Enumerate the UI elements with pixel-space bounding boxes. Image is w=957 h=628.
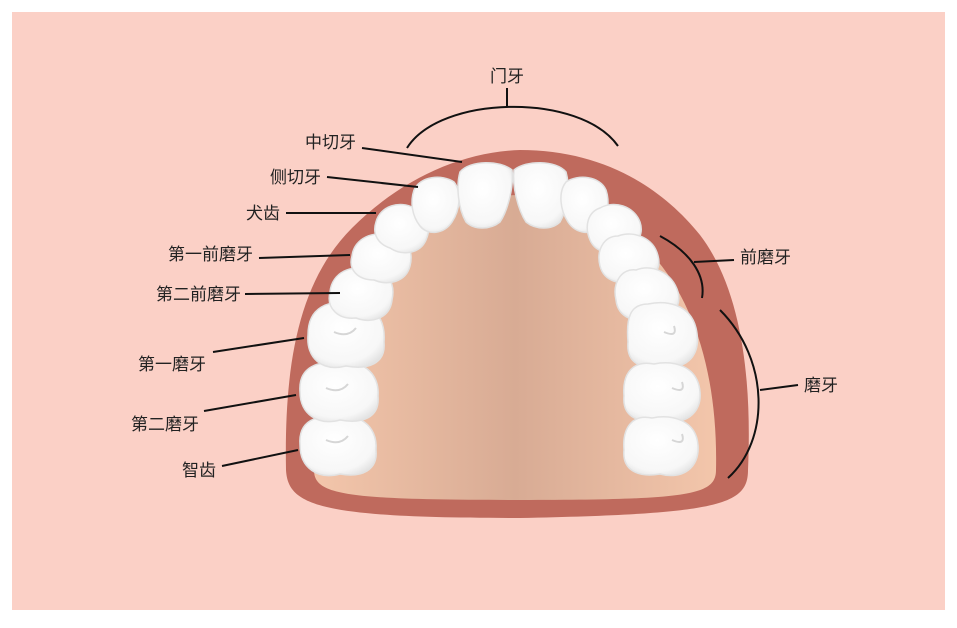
- premolars-bracket: [659, 235, 704, 299]
- molars-leader: [759, 384, 799, 391]
- second-molar-right: [623, 362, 701, 423]
- label-incisors-group: 门牙: [490, 67, 524, 87]
- molars-bracket: [719, 309, 760, 479]
- label-second-molar: 第二磨牙: [131, 415, 199, 435]
- label-lateral-incisor: 侧切牙: [270, 168, 321, 188]
- wisdom-tooth-right: [623, 416, 699, 477]
- label-premolars-group: 前磨牙: [740, 248, 791, 268]
- label-first-premolar: 第一前磨牙: [168, 245, 253, 265]
- central-incisor-left: [457, 162, 514, 229]
- leader-lines: [203, 88, 799, 479]
- second-premolar-leader: [244, 292, 341, 295]
- label-second-premolar: 第二前磨牙: [156, 285, 241, 305]
- label-first-molar: 第一磨牙: [138, 355, 206, 375]
- second-molar-leader: [203, 394, 297, 412]
- first-molar-right: [626, 301, 699, 368]
- second-molar-left: [299, 361, 379, 423]
- first-molar-leader: [212, 337, 305, 353]
- wisdom-tooth-left: [299, 415, 377, 477]
- label-molars-group: 磨牙: [804, 376, 838, 396]
- wisdom-tooth-leader: [221, 449, 299, 467]
- incisors-bracket: [406, 105, 619, 149]
- lateral-incisor-left: [411, 176, 460, 234]
- central-incisor-leader: [361, 147, 463, 163]
- lateral-incisor-leader: [326, 176, 419, 188]
- central-incisor-right: [512, 162, 569, 229]
- label-wisdom-tooth: 智齿: [182, 461, 216, 481]
- teeth-right: [512, 162, 701, 477]
- tooth-fissures: [325, 325, 684, 444]
- premolars-leader: [693, 259, 735, 263]
- label-central-incisor: 中切牙: [305, 133, 356, 153]
- label-canine: 犬齿: [246, 204, 280, 224]
- teeth-left: [299, 162, 514, 477]
- first-premolar-leader: [258, 254, 351, 259]
